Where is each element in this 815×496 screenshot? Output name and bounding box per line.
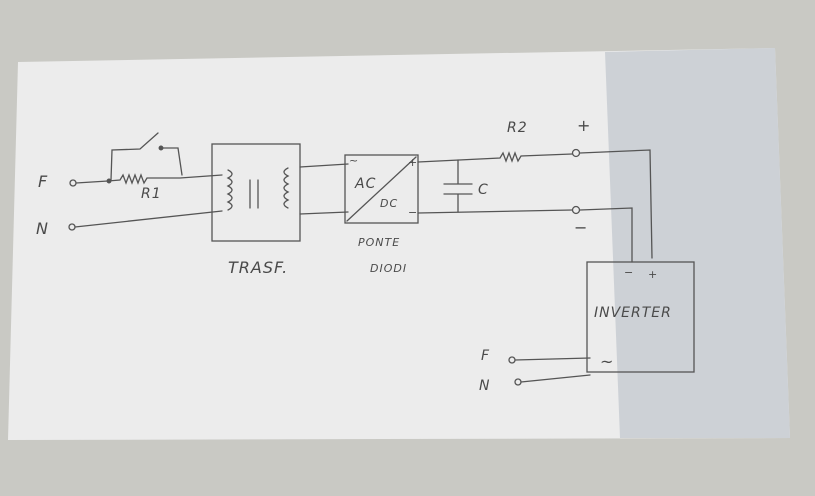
label-rect-plus: + [408,156,419,169]
switch-contact [158,145,164,151]
label-dc-plus: + [577,116,592,135]
label-phase-out: F [481,348,491,364]
label-bridge-line1: PONTE [358,236,401,249]
wire-phase-in [75,180,109,184]
label-transformer: TRASF. [228,258,289,277]
label-r2: R2 [507,120,528,136]
label-dc-minus: − [574,218,589,237]
primary-coil [226,169,233,211]
dc-rail-positive [417,151,573,163]
rectifier-diagonal [346,156,417,222]
label-rect-ac: AC [355,176,377,192]
paper-shadow [605,48,790,438]
label-inv-plus: + [648,268,659,281]
secondary-coil [283,167,290,209]
r1-resistor [107,173,223,185]
label-rect-tilde: ~ [349,154,360,167]
label-r1: R1 [141,186,162,202]
inverter-box [586,261,695,373]
wire-trafo-bottom [299,211,349,215]
label-neutral-out: N [479,378,491,394]
transformer-core [249,179,259,209]
wire-trafo-top [299,163,349,168]
label-bridge-line2: DIODI [370,262,408,275]
label-capacitor: C [478,182,489,198]
dc-rail-negative [417,209,573,214]
label-inverter: INVERTER [594,305,672,321]
label-phase-in: F [38,172,49,191]
label-rect-dc: DC [380,197,399,210]
wire-to-inverter-minus [579,207,633,263]
transformer-box [211,143,301,242]
rectifier-box [344,154,419,224]
wire-ac-out-f [514,357,591,361]
label-neutral-in: N [36,219,49,238]
bypass-switch [110,132,183,181]
wire-to-inverter-plus [579,149,653,259]
wire-ac-out-n [520,374,591,383]
paper-sheet [8,48,790,440]
capacitor-symbol [443,159,473,213]
wire-neutral-in [74,210,223,228]
label-inv-minus: − [624,266,635,279]
label-rect-minus: − [408,206,419,219]
label-inv-ac: ~ [600,352,615,371]
